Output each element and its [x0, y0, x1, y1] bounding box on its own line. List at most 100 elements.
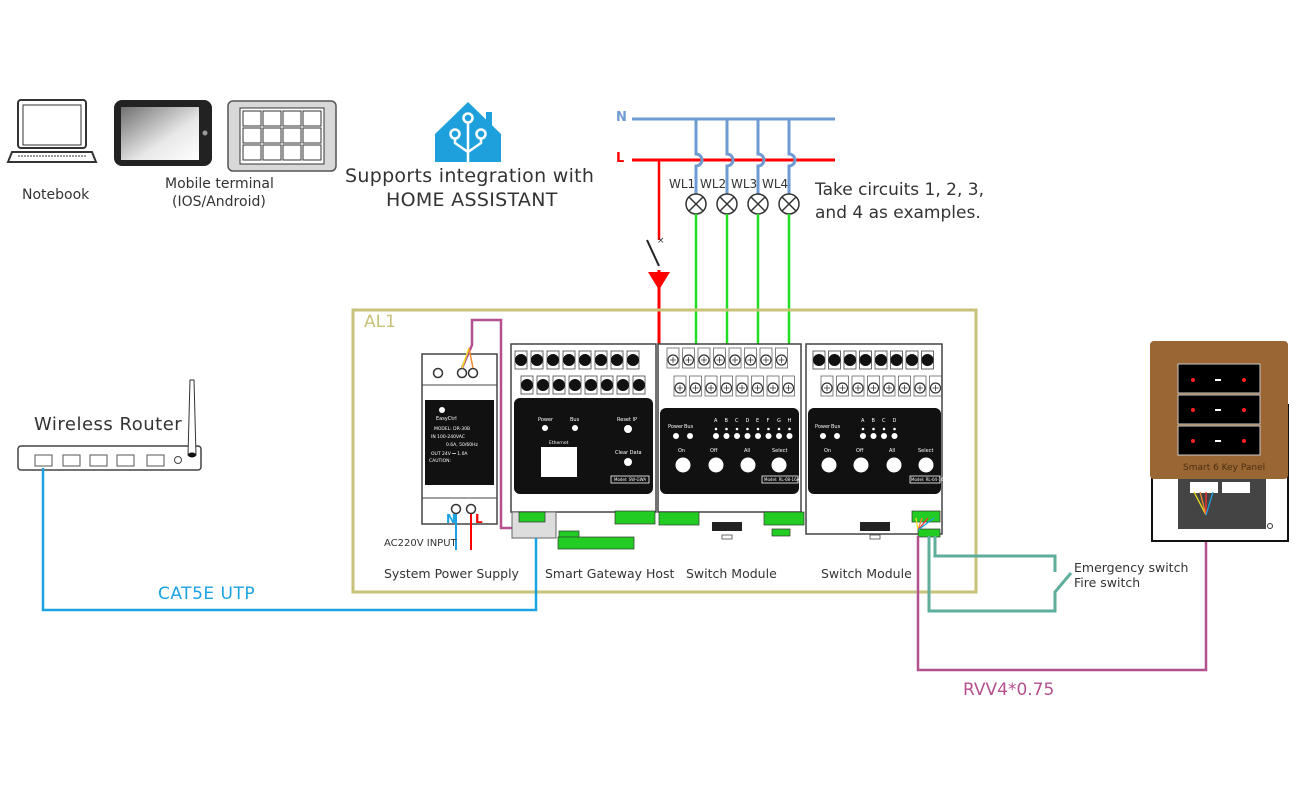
- sw8-channel-indicator: [788, 427, 791, 431]
- sw8-button: [740, 457, 756, 473]
- notebook-icon: [6, 99, 98, 163]
- screw-terminal: [521, 379, 533, 391]
- sw4-channel-indicator: [872, 427, 875, 431]
- circuit-label-wl3: WL3: [731, 177, 758, 191]
- lamp-group: [685, 193, 800, 215]
- router-port: [34, 454, 53, 467]
- sw8-channel-led: [755, 433, 761, 439]
- screw-terminal: [547, 354, 559, 366]
- touch-panel-key: [302, 110, 322, 127]
- sw8-button: [708, 457, 724, 473]
- screw-terminal: [531, 354, 543, 366]
- module-caption-psu: System Power Supply: [384, 566, 519, 581]
- sw8-channel-indicator: [777, 427, 781, 431]
- sw8-led-bus: Bus: [684, 424, 694, 430]
- sw4-channel-indicator: [893, 427, 896, 431]
- screw-terminal: [859, 354, 872, 366]
- screw-terminal: [828, 354, 841, 366]
- sw4-channel-indicator: [861, 427, 865, 431]
- screw-terminal: [579, 354, 591, 366]
- lamp-icon: [747, 193, 769, 215]
- psu-orange-wire: [468, 347, 474, 369]
- rvv-cable: [916, 520, 1208, 672]
- sw8-power-led: [673, 433, 679, 439]
- gateway-led-bus: Bus: [570, 417, 580, 423]
- sw4-select-label: Select: [918, 448, 934, 454]
- touch-panel-key: [242, 144, 262, 161]
- touch-panel-icon: [227, 100, 337, 172]
- sw4-channel-led: [891, 433, 898, 439]
- sw4-button: [821, 457, 837, 473]
- lamp-icon: [716, 193, 738, 215]
- sw8-channel-label: G: [777, 418, 781, 424]
- sw8-channel-led: [776, 433, 782, 439]
- circuits-note-line2: and 4 as examples.: [815, 203, 981, 223]
- psu-output-spec: OUT 24V ⎓ 1.0A: [431, 452, 468, 457]
- router-label: Wireless Router: [34, 414, 183, 435]
- screw-terminal: [921, 354, 934, 366]
- sw8-button: [771, 457, 787, 473]
- touch-panel-key: [282, 110, 302, 127]
- screw-terminal: [569, 379, 581, 391]
- circuit-label-wl4: WL4: [762, 177, 789, 191]
- ac-input-label: AC220V INPUT: [384, 538, 457, 549]
- sw4-on-label: On: [824, 448, 832, 454]
- live-label: L: [616, 151, 625, 166]
- sw8-channel-label: A: [714, 418, 718, 424]
- home-assistant-logo-icon: [435, 102, 501, 162]
- gateway-ethernet-label: Ethernet: [549, 441, 569, 446]
- module-caption-gateway: Smart Gateway Host: [545, 566, 675, 581]
- sw8-bus-led: [687, 433, 693, 439]
- switch-module-4ch: [805, 343, 943, 540]
- router-icon: [17, 379, 202, 471]
- sw8-select-label: Select: [772, 448, 788, 454]
- router-port: [89, 454, 108, 467]
- sw8-channel-indicator: [714, 427, 718, 431]
- touch-panel-key: [282, 127, 302, 144]
- cabinet-al1-border: [351, 308, 978, 594]
- sw4-channel-label: A: [861, 418, 865, 424]
- touch-panel-key: [262, 127, 282, 144]
- router-port: [116, 454, 135, 467]
- emergency-switch-label: Emergency switch: [1074, 560, 1189, 575]
- lamp-icon: [685, 193, 707, 215]
- sw8-off-label: Off: [710, 448, 718, 454]
- sw8-button: [675, 457, 691, 473]
- sw4-button: [886, 457, 902, 473]
- sw4-led-power: Power: [815, 424, 831, 430]
- sw8-channel-indicator: [767, 427, 770, 431]
- screw-terminal: [563, 354, 575, 366]
- sw8-channel-led: [713, 433, 719, 439]
- fire-switch-label: Fire switch: [1074, 575, 1141, 590]
- cat5e-cable: [41, 468, 538, 612]
- sw8-channel-indicator: [735, 427, 739, 431]
- gateway-clear-data-label: Clear Data: [615, 450, 642, 456]
- gateway-module: [510, 343, 657, 550]
- screw-terminal: [553, 379, 565, 391]
- home-assistant-line1: Supports integration with: [345, 165, 595, 187]
- screw-terminal: [844, 354, 856, 366]
- touch-panel-key: [242, 110, 262, 127]
- smart-panel-device: [1150, 341, 1289, 542]
- circuit-label-wl1: WL1: [669, 177, 696, 191]
- sw4-model: Model: RL-04-16A: [911, 477, 947, 482]
- sw8-channel-label: D: [745, 418, 750, 424]
- neutral-drops: [694, 119, 797, 195]
- power-supply-unit: [421, 353, 498, 525]
- sw4-bus-led: [834, 433, 840, 439]
- sw8-channel-led: [786, 433, 793, 439]
- psu-yellow-wire: [461, 347, 470, 369]
- sw4-channel-label: D: [892, 418, 897, 424]
- touch-panel-key: [262, 110, 282, 127]
- touch-panel-key: [262, 144, 282, 161]
- module-caption-switch-2: Switch Module: [821, 566, 912, 581]
- sw4-channel-led: [881, 433, 887, 439]
- sw8-all-label: All: [744, 448, 751, 454]
- sw8-channel-indicator: [725, 427, 728, 431]
- screw-terminal: [617, 379, 629, 391]
- cabinet-label: AL1: [364, 312, 396, 332]
- sw4-off-label: Off: [856, 448, 864, 454]
- sw4-power-led: [820, 433, 826, 439]
- psu-bus-wire: [460, 318, 517, 530]
- mobile-label-line1: Mobile terminal: [165, 176, 274, 192]
